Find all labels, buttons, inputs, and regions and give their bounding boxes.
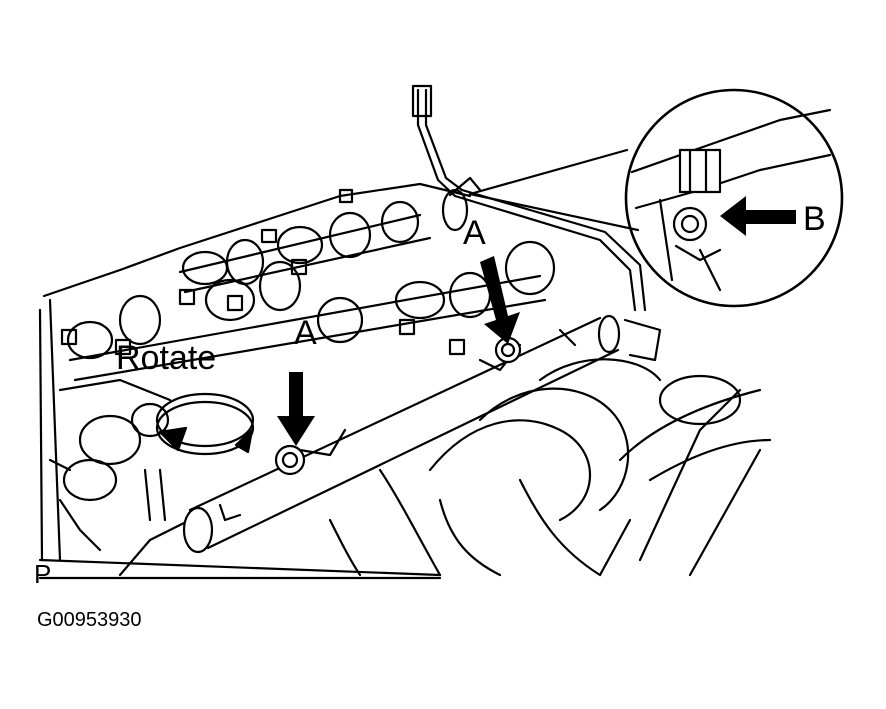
arrow-a-upper-pointer bbox=[480, 256, 520, 344]
intake-manifold bbox=[328, 358, 772, 577]
arrow-b-label: B bbox=[803, 200, 826, 238]
head-lower-details bbox=[48, 378, 172, 552]
cylinder-head-outline bbox=[38, 182, 472, 577]
mounting-bolt-left bbox=[274, 444, 306, 476]
arrow-a-upper-label: A bbox=[463, 214, 486, 252]
arrow-a-lower-pointer bbox=[277, 372, 315, 446]
figure-id: G00953930 bbox=[37, 609, 142, 631]
corner-mark: P bbox=[34, 559, 52, 589]
rotate-label: Rotate bbox=[116, 339, 217, 377]
fuel-delivery-pipe bbox=[182, 314, 621, 554]
camshaft-rear bbox=[178, 188, 469, 312]
arrow-a-lower-label: A bbox=[294, 314, 317, 352]
rotate-motion-indicator bbox=[155, 392, 255, 456]
fuel-feed-pipe bbox=[411, 84, 662, 362]
arrow-b-pointer bbox=[720, 196, 796, 236]
detail-callout bbox=[468, 88, 844, 308]
